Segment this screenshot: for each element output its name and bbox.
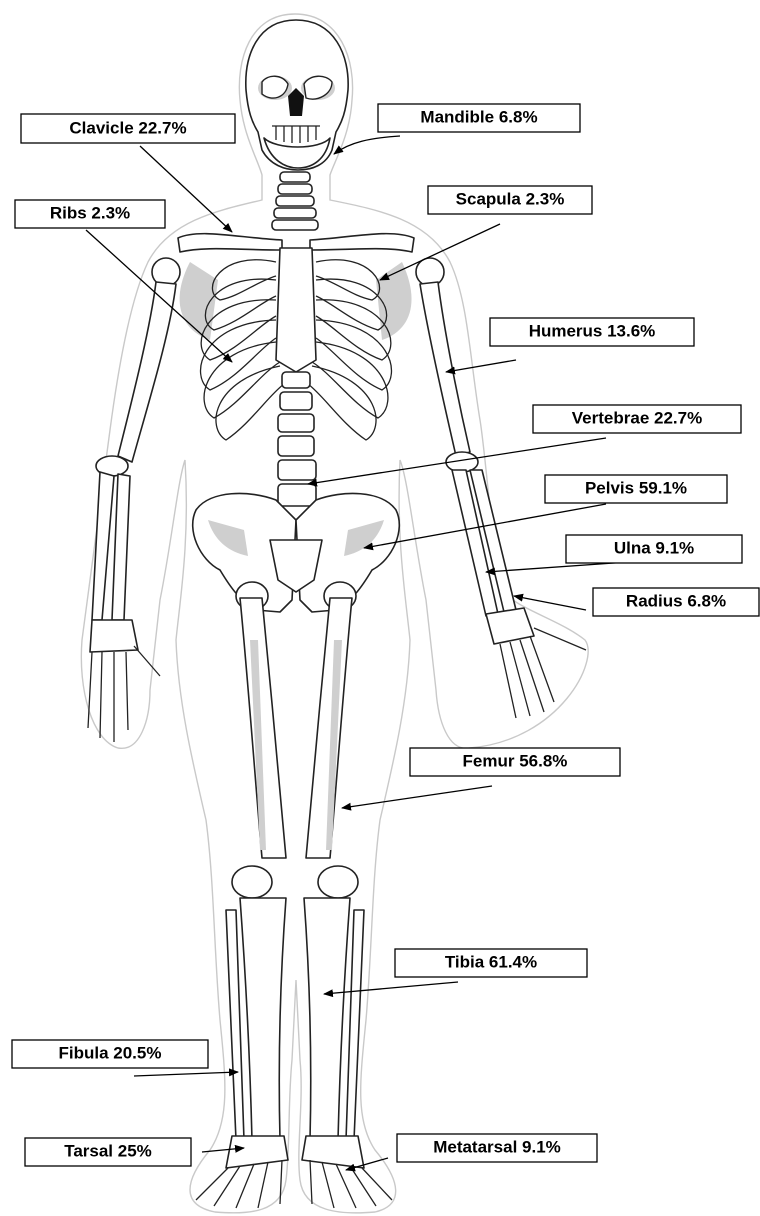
label-mandible-text: Mandible 6.8%: [420, 107, 537, 126]
legs: [226, 598, 364, 1140]
label-scapula-text: Scapula 2.3%: [456, 189, 565, 208]
skull: [246, 20, 348, 170]
label-pelvis-text: Pelvis 59.1%: [585, 478, 687, 497]
feet: [196, 1136, 392, 1208]
label-humerus-text: Humerus 13.6%: [529, 321, 656, 340]
label-radius-text: Radius 6.8%: [626, 591, 726, 610]
label-fibula: Fibula 20.5%: [12, 1040, 208, 1068]
label-ulna: Ulna 9.1%: [566, 535, 742, 563]
label-vertebrae-text: Vertebrae 22.7%: [572, 408, 702, 427]
label-fibula-text: Fibula 20.5%: [59, 1043, 162, 1062]
label-metatarsal: Metatarsal 9.1%: [397, 1134, 597, 1162]
ribcage: [201, 248, 392, 440]
right-arm: [88, 258, 180, 742]
label-metatarsal-text: Metatarsal 9.1%: [433, 1137, 561, 1156]
pelvis: [193, 493, 400, 612]
label-femur: Femur 56.8%: [410, 748, 620, 776]
label-clavicle: Clavicle 22.7%: [21, 114, 235, 143]
label-ulna-text: Ulna 9.1%: [614, 538, 694, 557]
label-femur-text: Femur 56.8%: [463, 751, 568, 770]
label-mandible: Mandible 6.8%: [378, 104, 580, 132]
cervical-spine: [272, 172, 318, 230]
label-radius: Radius 6.8%: [593, 588, 759, 616]
label-scapula: Scapula 2.3%: [428, 186, 592, 214]
lumbar-spine: [278, 372, 316, 506]
femur-leader: [342, 786, 492, 808]
label-vertebrae: Vertebrae 22.7%: [533, 405, 741, 433]
humerus-leader: [446, 360, 516, 372]
label-tibia: Tibia 61.4%: [395, 949, 587, 977]
label-ribs-text: Ribs 2.3%: [50, 203, 130, 222]
fibula-leader: [134, 1072, 238, 1076]
label-humerus: Humerus 13.6%: [490, 318, 694, 346]
label-tibia-text: Tibia 61.4%: [445, 952, 537, 971]
label-tarsal: Tarsal 25%: [25, 1138, 191, 1166]
label-clavicle-text: Clavicle 22.7%: [69, 118, 186, 137]
label-pelvis: Pelvis 59.1%: [545, 475, 727, 503]
label-tarsal-text: Tarsal 25%: [64, 1141, 152, 1160]
label-ribs: Ribs 2.3%: [15, 200, 165, 228]
